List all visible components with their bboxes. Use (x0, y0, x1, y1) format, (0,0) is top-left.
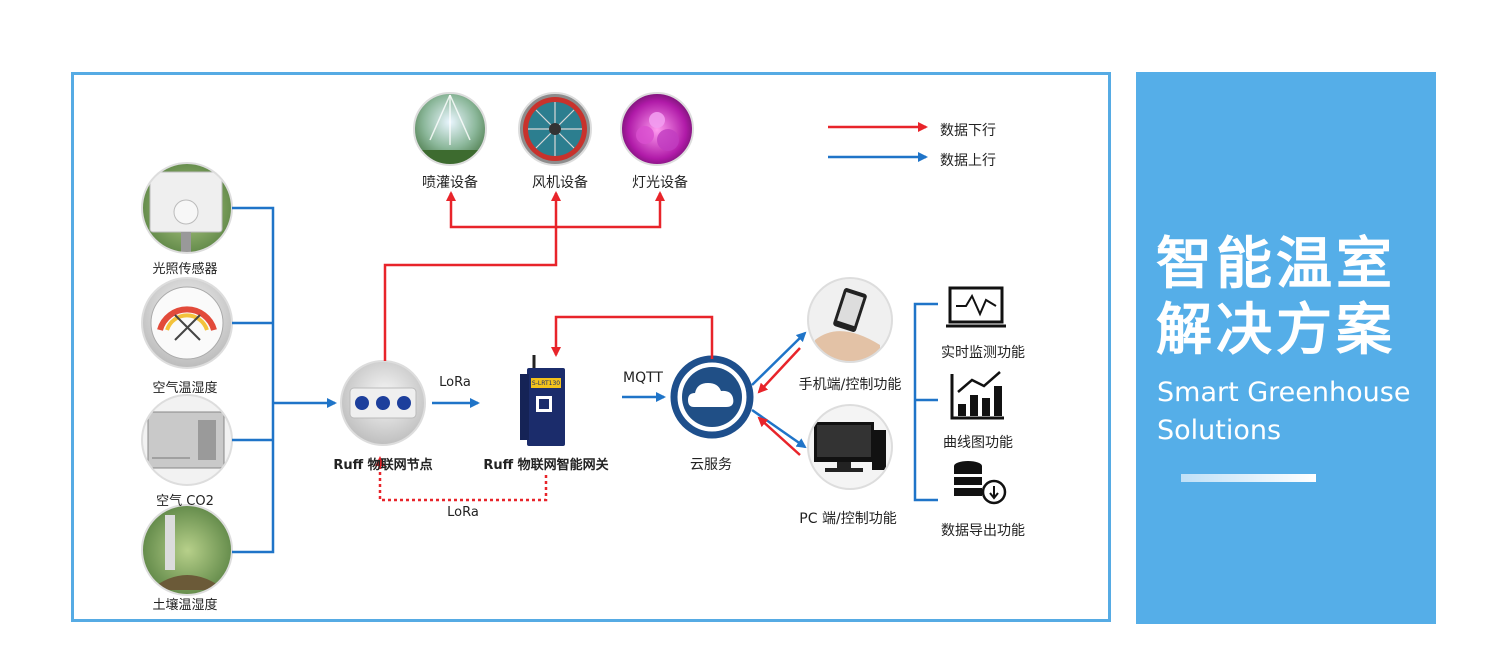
database-export-icon (954, 461, 1007, 505)
mqtt-label: MQTT (623, 370, 663, 386)
cloud-to-phone-arrow (751, 331, 807, 386)
sprinkler-photo (414, 93, 486, 165)
bar-chart-icon (950, 371, 1004, 420)
sensor-label-co2: 空气 CO2 (156, 494, 214, 509)
solution-panel: 智能温室 解决方案 Smart Greenhouse Solutions (1136, 72, 1436, 624)
sensor-bus (232, 206, 337, 554)
node-label: Ruff 物联网节点 (333, 458, 433, 473)
function-label-curve: 曲线图功能 (943, 435, 1013, 451)
lora-node-photo (341, 361, 425, 445)
function-bracket (913, 302, 938, 502)
cloud-icon (670, 355, 754, 439)
legend-down-label: 数据下行 (940, 123, 996, 139)
cloud-to-pc-arrow (751, 408, 807, 449)
panel-subtitle-line2: Solutions (1157, 415, 1282, 446)
gateway-label: Ruff 物联网智能网关 (483, 458, 609, 473)
co2-sensor-photo (142, 395, 232, 485)
cloud-downlink-arrow (551, 315, 714, 359)
panel-subtitle: Smart Greenhouse Solutions (1157, 374, 1432, 450)
panel-subtitle-line1: Smart Greenhouse (1157, 377, 1411, 408)
actuator-label-sprinkler: 喷灌设备 (422, 175, 478, 191)
function-label-realtime: 实时监测功能 (941, 345, 1025, 361)
hygrometer-photo (142, 278, 232, 368)
svg-text:S-LRT130: S-LRT130 (532, 380, 560, 387)
lora-bottom-label: LoRa (447, 505, 479, 520)
actuator-label-fan: 风机设备 (532, 175, 588, 191)
phone-photo (808, 278, 892, 362)
actuator-control-arrows (383, 191, 665, 361)
gateway-photo: S-LRT130 (520, 355, 565, 446)
diagram-frame (71, 72, 1111, 622)
sensor-label-air-temp: 空气温湿度 (152, 381, 218, 396)
actuator-label-light: 灯光设备 (632, 175, 688, 191)
pc-photo (808, 405, 892, 489)
phone-label: 手机端/控制功能 (798, 377, 902, 393)
monitor-chart-icon (946, 286, 1006, 328)
panel-accent-bar (1181, 474, 1316, 482)
sensor-label-soil: 土壤温湿度 (152, 598, 218, 613)
legend-up-label: 数据上行 (940, 153, 996, 169)
light-sensor-photo (142, 163, 232, 253)
fan-photo (519, 93, 591, 165)
panel-title-line2: 解决方案 (1156, 298, 1396, 363)
cloud-label: 云服务 (690, 457, 732, 473)
panel-title-line1: 智能温室 (1156, 232, 1396, 297)
grow-light-photo (621, 93, 693, 165)
phone-to-cloud-arrow (757, 347, 801, 394)
pc-to-cloud-arrow (757, 416, 801, 456)
panel-title: 智能温室 解决方案 (1156, 232, 1396, 364)
function-label-export: 数据导出功能 (941, 523, 1025, 539)
lora-top-label: LoRa (439, 375, 471, 390)
soil-sensor-photo (142, 505, 232, 595)
pc-label: PC 端/控制功能 (799, 511, 897, 527)
sensor-label-light: 光照传感器 (152, 262, 218, 277)
lora-downlink-arrow (375, 456, 548, 502)
